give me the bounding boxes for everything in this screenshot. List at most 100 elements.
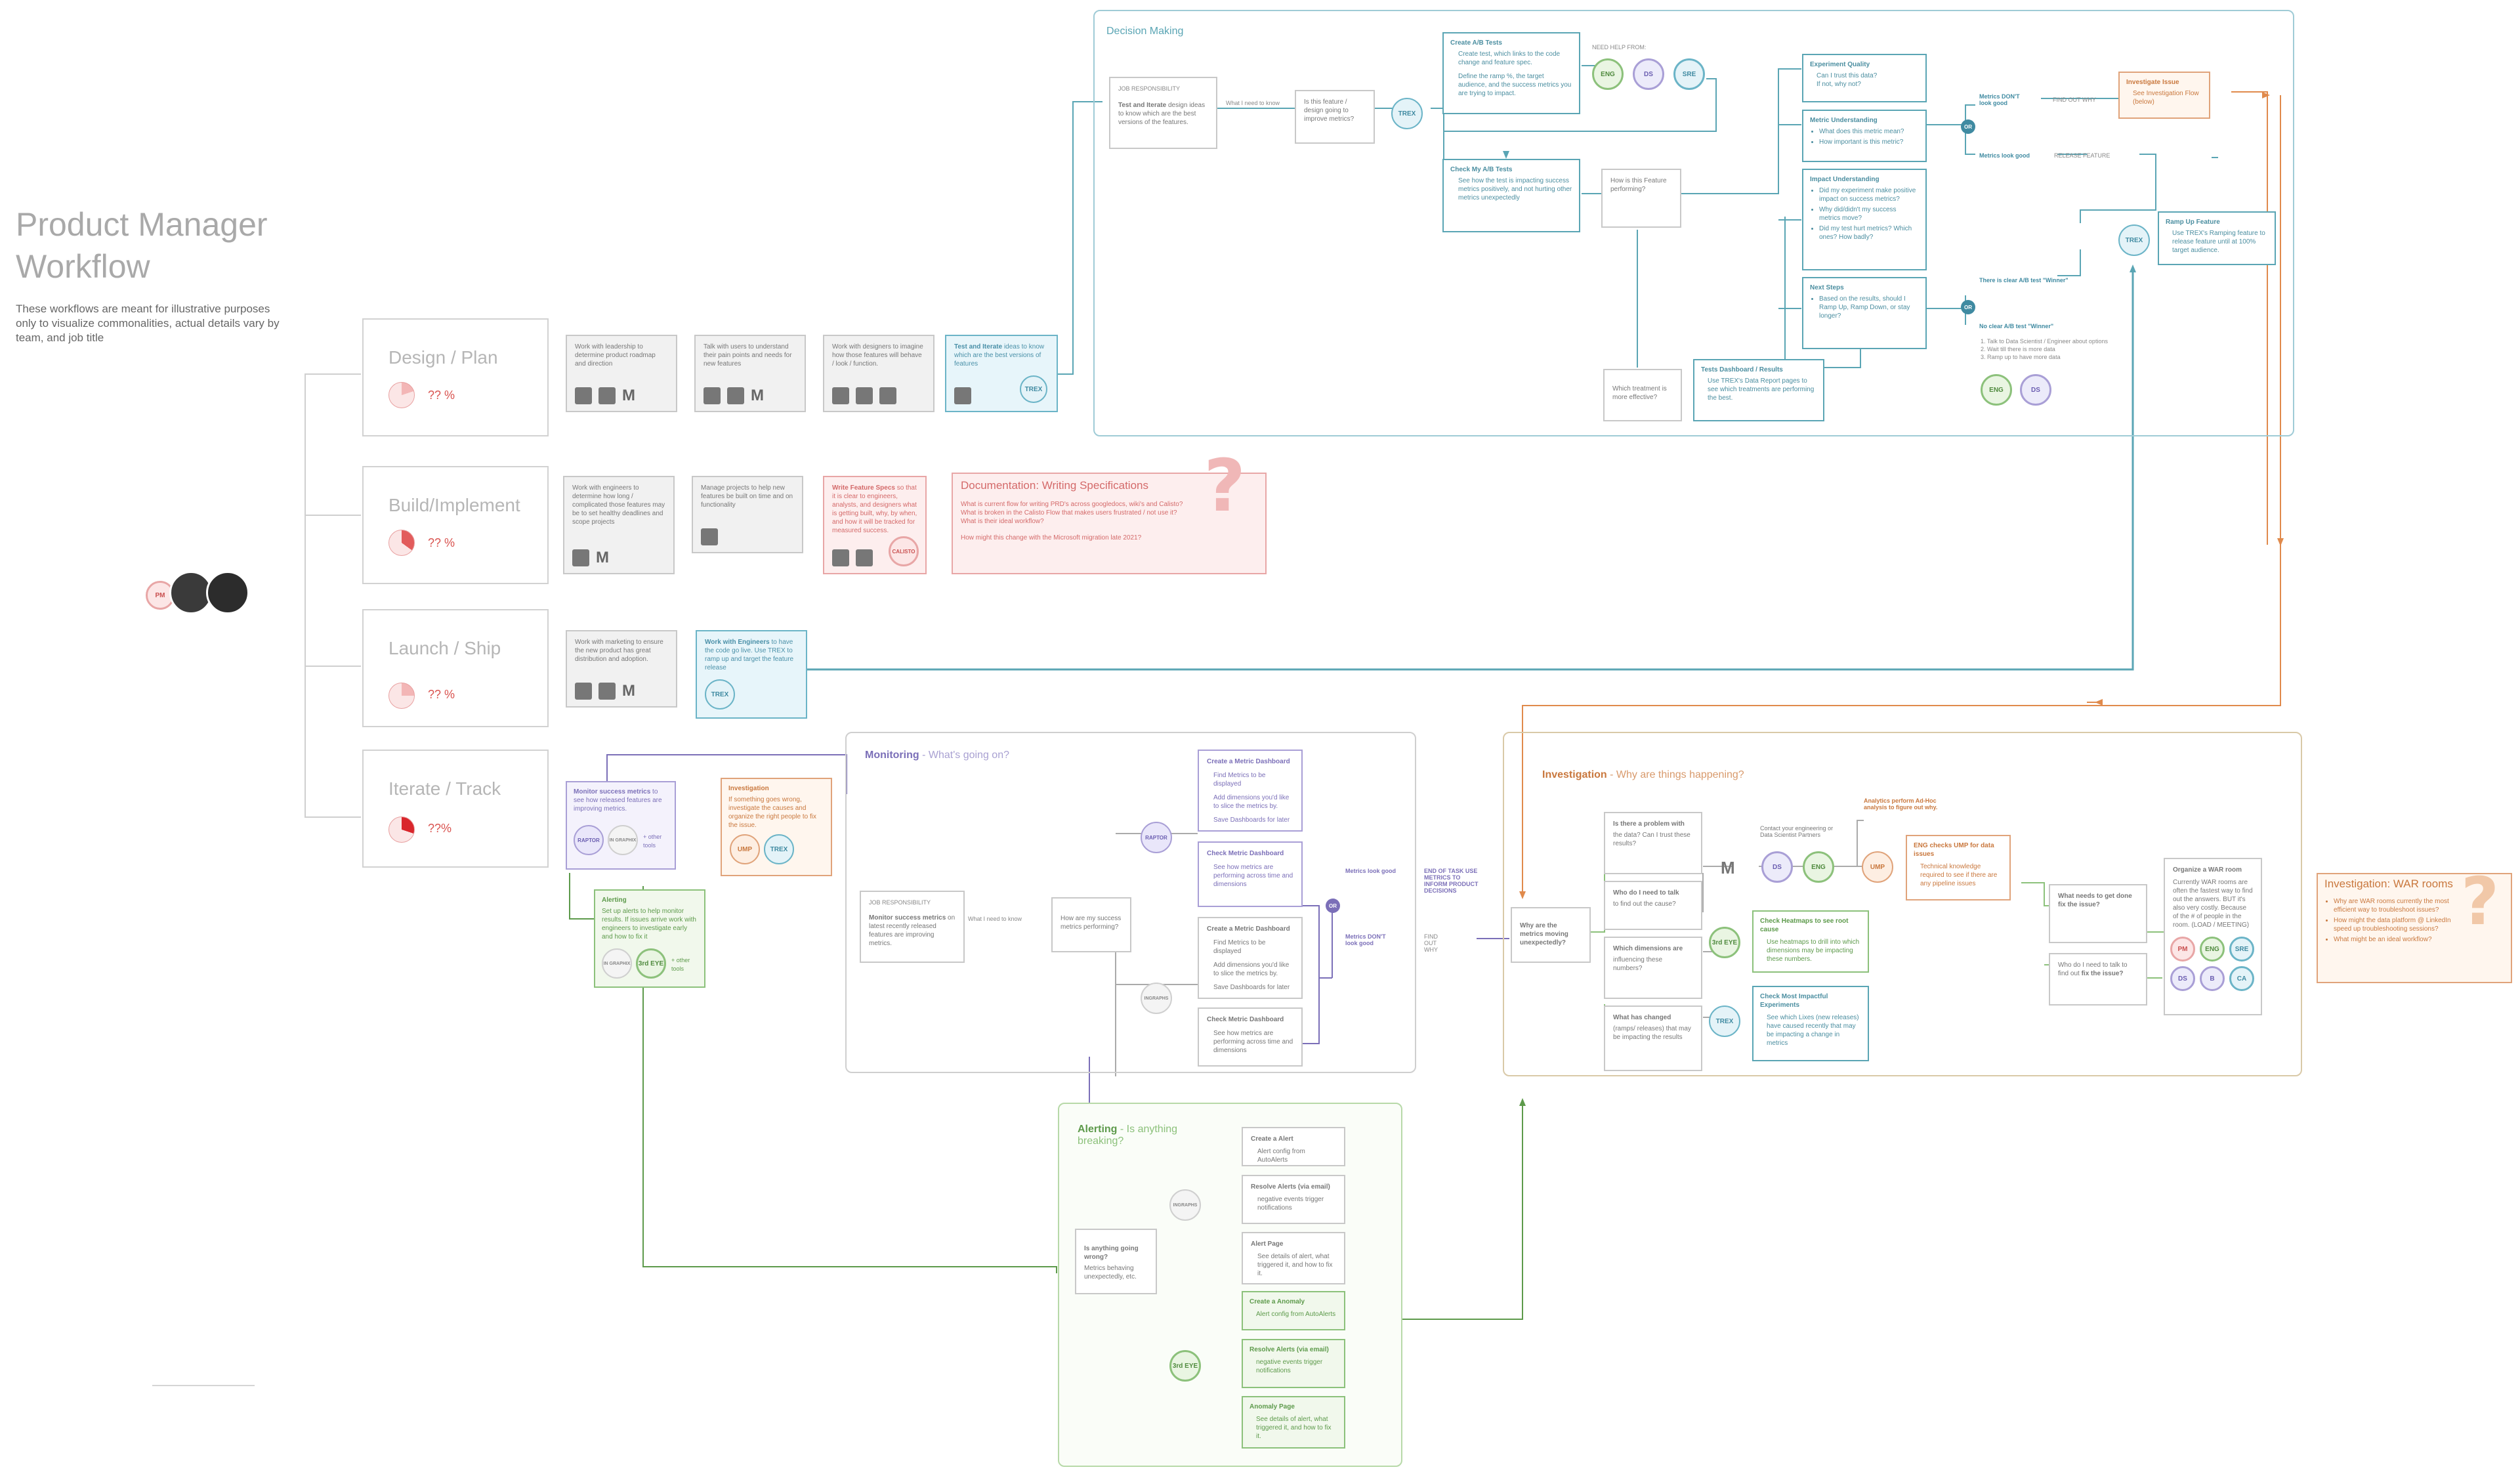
ingraphs-badge: INGRAPHS [1169, 1189, 1201, 1221]
footer-divider [152, 1385, 255, 1386]
launch-card-marketing[interactable]: Work with marketing to ensure the new pr… [566, 630, 677, 708]
build-card-projects[interactable]: Manage projects to help new features be … [692, 476, 803, 553]
iterate-card-monitor[interactable]: Monitor success metrics to see how relea… [566, 781, 676, 870]
design-card-users[interactable]: Talk with users to understand their pain… [694, 335, 806, 412]
trex-badge: TREX [1020, 375, 1047, 403]
eng-badge: ENG [1592, 58, 1624, 90]
avatar-photo-2 [206, 571, 249, 614]
impact-understanding-card[interactable]: Impact Understanding Did my experiment m… [1802, 169, 1927, 270]
build-card-engineers[interactable]: Work with engineers to determine how lon… [563, 476, 675, 574]
war-rooms-title: Investigation: WAR rooms [2324, 878, 2453, 890]
tests-dashboard-card[interactable]: Tests Dashboard / Results Use TREX's Dat… [1693, 359, 1824, 421]
sre-badge: SRE [1673, 58, 1705, 90]
page-title: Product Manager Workflow [16, 206, 268, 285]
build-card-specs[interactable]: Write Feature Specs so that it is clear … [823, 476, 927, 574]
create-alert-card[interactable]: Create a Alert Alert config from AutoAle… [1242, 1127, 1345, 1166]
trex-badge: TREX [705, 679, 735, 709]
experiment-quality-card[interactable]: Experiment Quality Can I trust this data… [1802, 54, 1927, 102]
ump-badge: UMP [730, 834, 760, 864]
investigation-question-box: Why are the metrics moving unexpectedly? [1511, 907, 1591, 963]
monitoring-title: Monitoring - What's going on? [865, 750, 1009, 761]
third-eye-badge: 3rd EYE [636, 948, 666, 979]
phase-build-implement[interactable]: Build/Implement ?? % [362, 466, 549, 584]
ump-badge: UMP [1862, 851, 1893, 883]
resolve-anomaly-card[interactable]: Resolve Alerts (via email) negative even… [1242, 1339, 1345, 1388]
who-needs-talk-card[interactable]: Who do I need to talk to find out fix th… [2049, 953, 2147, 1006]
or-node: OR [1961, 119, 1975, 134]
design-card-leadership[interactable]: Work with leadership to determine produc… [566, 335, 677, 412]
gmail-icon: M [622, 682, 635, 700]
what-needs-done-card[interactable]: What needs to get done fix the issue? [2049, 884, 2147, 943]
or-node: OR [1961, 300, 1975, 314]
pm-badge: PM [2170, 937, 2195, 962]
cloud-icon [704, 387, 721, 404]
create-ab-tests-card[interactable]: Create A/B Tests Create test, which link… [1442, 32, 1580, 114]
eng-badge: ENG [2200, 937, 2225, 962]
monitoring-question-box: How are my success metrics performing? [1051, 897, 1131, 952]
eng-badge: ENG [1803, 851, 1834, 883]
ds-badge: DS [2170, 966, 2195, 991]
iterate-card-investigation[interactable]: Investigation If something goes wrong, i… [721, 778, 832, 876]
or-node: OR [1326, 899, 1340, 913]
phase-design-plan[interactable]: Design / Plan ?? % [362, 318, 549, 436]
check-heatmaps-card[interactable]: Check Heatmaps to see root cause Use hea… [1752, 910, 1869, 973]
docs-icon [727, 387, 744, 404]
monitor-create-dashboard-card-2[interactable]: Create a Metric Dashboard Find Metrics t… [1198, 917, 1303, 999]
launch-card-trex[interactable]: Work with Engineers to have the code go … [696, 630, 807, 719]
docs-icon [572, 549, 589, 566]
ds-badge: DS [1761, 851, 1793, 883]
pie-icon [388, 683, 415, 709]
sketch-icon [832, 387, 849, 404]
check-ab-tests-card[interactable]: Check My A/B Tests See how the test is i… [1442, 159, 1580, 232]
resolve-alert-card[interactable]: Resolve Alerts (via email) negative even… [1242, 1175, 1345, 1224]
alerting-section: Alerting - Is anything breaking? Is anyt… [1058, 1103, 1402, 1467]
investigate-issue-card[interactable]: Investigate Issue See Investigation Flow… [2118, 72, 2210, 119]
pie-icon [388, 382, 415, 408]
design-card-designers[interactable]: Work with designers to imagine how those… [823, 335, 934, 412]
create-anomaly-card[interactable]: Create a Anomaly Alert config from AutoA… [1242, 1291, 1345, 1330]
powerpoint-icon [575, 387, 592, 404]
monitor-check-dashboard-card-2[interactable]: Check Metric Dashboard See how metrics a… [1198, 1007, 1303, 1067]
ds-badge: DS [2020, 374, 2051, 406]
page-subtitle: These workflows are meant for illustrati… [16, 303, 280, 344]
invision-icon [879, 387, 896, 404]
most-impactful-experiments-card[interactable]: Check Most Impactful Experiments See whi… [1752, 986, 1869, 1061]
raptor-badge: RAPTOR [1141, 822, 1172, 853]
decision-job-card: JOB RESPONSIBILITY Test and Iterate desi… [1109, 77, 1217, 149]
monitor-check-dashboard-card[interactable]: Check Metric Dashboard See how metrics a… [1198, 841, 1303, 907]
which-treatment-box: Which treatment is more effective? [1603, 369, 1682, 421]
next-steps-card[interactable]: Next Steps Based on the results, should … [1802, 277, 1927, 349]
metric-understanding-card[interactable]: Metric Understanding What does this metr… [1802, 110, 1927, 162]
alerting-question-box: Is anything going wrong? Metrics behavin… [1075, 1229, 1157, 1294]
war-rooms-card[interactable]: Investigation: WAR rooms Why are WAR roo… [2317, 869, 2512, 983]
gmail-icon: M [622, 387, 635, 404]
gmail-icon: M [596, 549, 609, 566]
monitor-create-dashboard-card[interactable]: Create a Metric Dashboard Find Metrics t… [1198, 750, 1303, 832]
docs-icon [701, 528, 718, 545]
design-card-test-iterate[interactable]: Test and Iterate ideas to know which are… [945, 335, 1058, 412]
decision-making-section: Decision Making JOB RESPONSIBILITY Test … [1093, 10, 2294, 436]
alert-page-card[interactable]: Alert Page See details of alert, what tr… [1242, 1232, 1345, 1284]
decision-making-title: Decision Making [1106, 26, 1184, 37]
investigation-section: Investigation - Why are things happening… [1503, 732, 2302, 1076]
trex-badge: TREX [2118, 224, 2150, 256]
ramp-up-card[interactable]: Ramp Up Feature Use TREX's Ramping featu… [2158, 211, 2276, 265]
phase-iterate-track[interactable]: Iterate / Track ??% [362, 750, 549, 868]
gmail-icon: M [751, 387, 764, 404]
what-changed-card[interactable]: What has changed(ramps/ releases) that m… [1604, 1006, 1702, 1071]
sre-badge: SRE [2229, 937, 2254, 962]
performance-question-box: How is this Feature performing? [1601, 169, 1681, 228]
phase-launch-ship[interactable]: Launch / Ship ?? % [362, 609, 549, 727]
third-eye-badge: 3rd EYE [1169, 1350, 1201, 1382]
anomaly-page-card[interactable]: Anomaly Page See details of alert, what … [1242, 1396, 1345, 1449]
documentation-card[interactable]: Documentation: Writing Specifications Wh… [952, 450, 1267, 574]
gmail-icon: M [1721, 858, 1735, 878]
monitoring-job-card: JOB RESPONSIBILITY Monitor success metri… [860, 891, 965, 963]
ca-badge: CA [2229, 966, 2254, 991]
docs-icon [832, 549, 849, 566]
eng-checks-ump-card[interactable]: ENG checks UMP for data issues Technical… [1906, 835, 2011, 900]
iterate-card-alerting[interactable]: Alerting Set up alerts to help monitor r… [594, 889, 705, 988]
